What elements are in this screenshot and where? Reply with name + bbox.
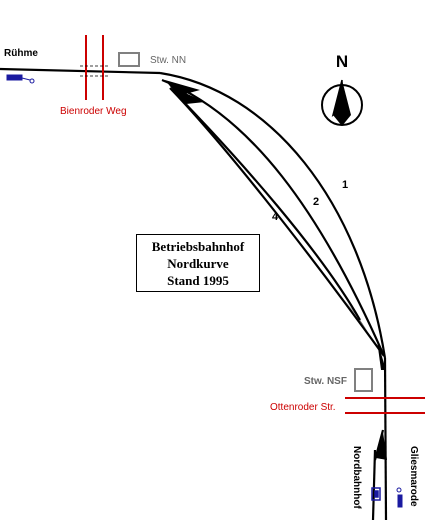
title-line-3: Stand 1995 bbox=[167, 273, 229, 288]
building-stw-nn bbox=[118, 52, 140, 67]
signal-gliesmarode bbox=[396, 487, 403, 508]
track-main-west bbox=[0, 67, 161, 75]
label-track-4: 4 bbox=[272, 211, 279, 223]
track-south-1 bbox=[383, 357, 388, 520]
compass-rose bbox=[321, 79, 363, 126]
track-network bbox=[0, 67, 388, 520]
switch-wedge bbox=[376, 432, 387, 460]
switch-wedge bbox=[165, 80, 200, 96]
track-south-2 bbox=[371, 449, 377, 520]
road-crossing-ottenroder bbox=[345, 397, 425, 414]
title-line-1: Betriebsbahnhof bbox=[151, 239, 245, 254]
label-ottenroder-str: Ottenroder Str. bbox=[270, 402, 336, 413]
label-stw-nn: Stw. NN bbox=[150, 55, 186, 66]
title-box: Betriebsbahnhof Nordkurve Stand 1995 bbox=[136, 234, 260, 292]
title-line-2: Nordkurve bbox=[167, 256, 229, 271]
signal-nordbahnhof bbox=[371, 487, 381, 501]
track-2 bbox=[161, 78, 386, 357]
crossing-dash-lines bbox=[80, 65, 110, 77]
label-stw-nsf: Stw. NSF bbox=[304, 376, 347, 387]
label-track-2: 2 bbox=[313, 196, 319, 208]
switch-marks bbox=[165, 80, 387, 460]
building-stw-nsf bbox=[354, 368, 373, 392]
compass-north-label: N bbox=[336, 52, 348, 71]
label-gliesmarode: Gliesmarode bbox=[408, 446, 419, 507]
road-crossing-bienroder bbox=[85, 35, 104, 100]
label-nordbahnhof: Nordbahnhof bbox=[351, 446, 362, 509]
switch-wedge bbox=[377, 340, 386, 370]
signal-west bbox=[6, 74, 35, 84]
switch-wedge bbox=[170, 86, 205, 104]
switch-wedge bbox=[345, 300, 368, 332]
track-connector bbox=[177, 95, 361, 321]
label-bienroder-weg: Bienroder Weg bbox=[60, 106, 127, 117]
track-south-3 bbox=[373, 429, 385, 461]
label-track-1: 1 bbox=[342, 179, 348, 191]
label-ruhme: Rühme bbox=[4, 48, 38, 59]
track-1 bbox=[159, 71, 387, 359]
